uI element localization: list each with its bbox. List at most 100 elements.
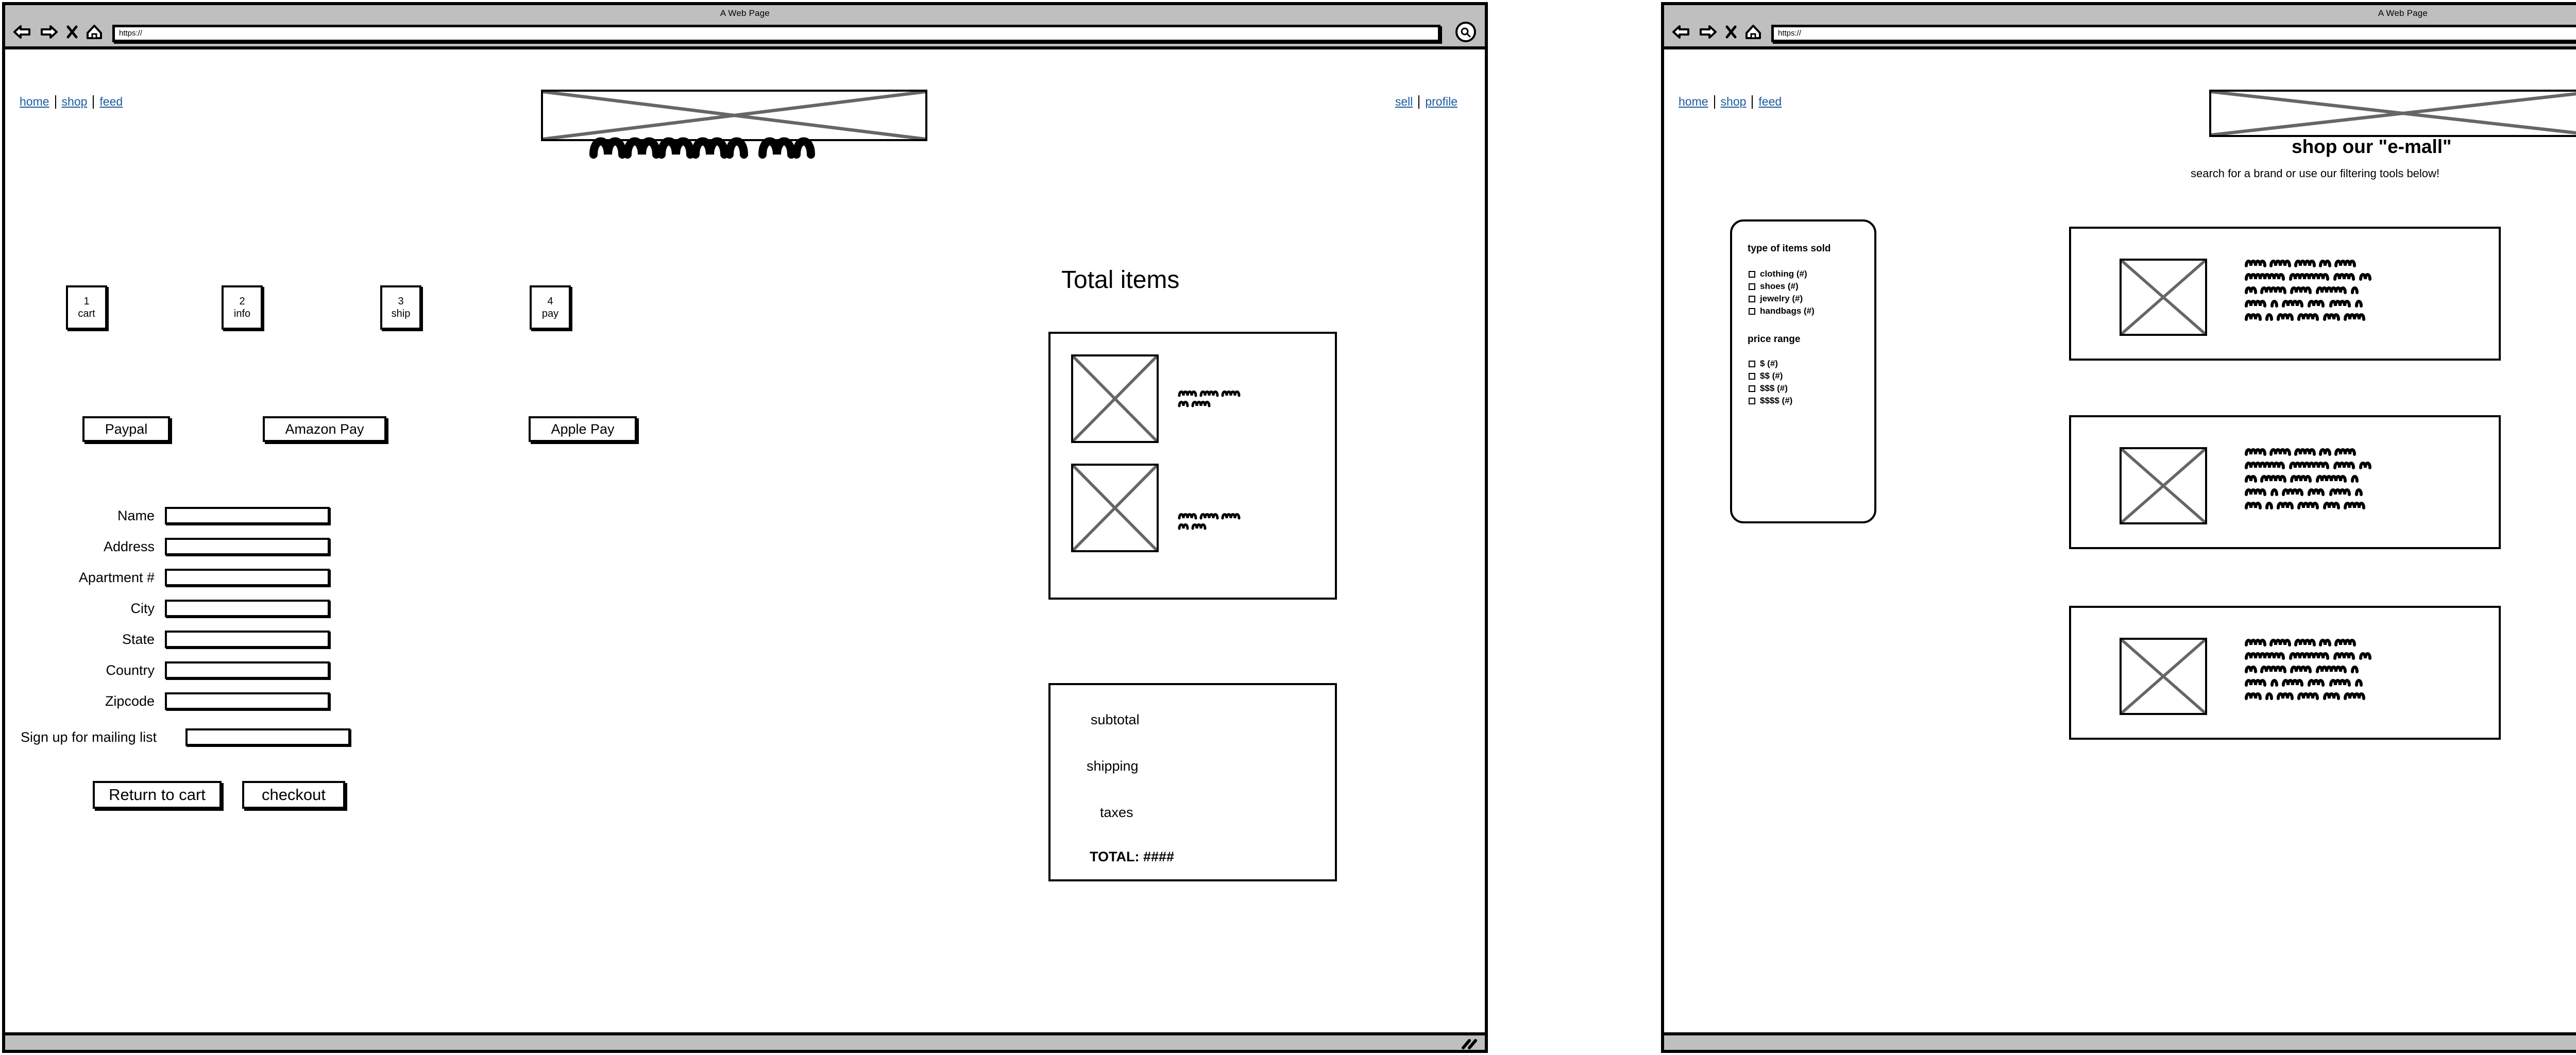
checkbox-price-3[interactable] [1749, 385, 1755, 392]
nav-link-feed[interactable]: feed [99, 95, 123, 108]
nav-separator [1418, 95, 1420, 109]
field-label-apartment: Apartment # [78, 569, 155, 585]
url-bar[interactable]: https:// [1771, 24, 2576, 42]
resize-grip[interactable] [1460, 1039, 1478, 1052]
url-text: https:// [1778, 29, 1802, 38]
site-nav-left: home shop feed [20, 95, 128, 109]
back-icon[interactable] [1671, 24, 1691, 42]
mailing-list-field[interactable] [185, 728, 350, 746]
browser-status-bar [5, 1032, 1485, 1050]
country-field[interactable] [165, 661, 330, 679]
apartment-field[interactable] [165, 569, 330, 586]
checkbox-clothing[interactable] [1749, 270, 1755, 278]
checkout-step-2[interactable]: 2 info [222, 285, 263, 330]
apple-pay-button[interactable]: Apple Pay [529, 416, 637, 442]
product-card[interactable] [2069, 415, 2501, 549]
product-card[interactable] [2069, 606, 2501, 740]
form-row-name: Name [21, 507, 536, 524]
forward-icon[interactable] [1698, 24, 1718, 42]
checkbox-price-1[interactable] [1749, 360, 1755, 367]
checkout-step-4[interactable]: 4 pay [530, 285, 571, 330]
amazon-pay-button[interactable]: Amazon Pay [263, 416, 386, 442]
browser-window-emall: A Web Page [1661, 2, 2576, 1053]
nav-link-shop[interactable]: shop [61, 95, 88, 108]
filter-option-label: $$$$ (#) [1760, 396, 1793, 405]
checkbox-shoes[interactable] [1749, 283, 1755, 290]
filter-option-handbags[interactable]: handbags (#) [1749, 306, 1815, 316]
product-description-scribble [2244, 446, 2461, 515]
back-icon[interactable] [12, 24, 32, 42]
step-number: 2 [239, 296, 245, 307]
checkout-step-1[interactable]: 1 cart [66, 285, 107, 330]
forward-icon[interactable] [39, 24, 59, 42]
form-row-apartment: Apartment # [21, 569, 536, 586]
field-label-name: Name [117, 507, 155, 523]
nav-separator [1752, 95, 1753, 109]
nav-separator [93, 95, 94, 109]
nav-link-profile[interactable]: profile [1425, 95, 1458, 108]
checkbox-handbags[interactable] [1749, 308, 1755, 315]
product-image-placeholder [2120, 638, 2207, 715]
step-label: ship [391, 308, 411, 319]
cart-item-2[interactable] [1071, 464, 1270, 552]
step-number: 4 [547, 296, 553, 307]
checkbox-price-2[interactable] [1749, 372, 1755, 380]
filter-option-label: handbags (#) [1760, 306, 1815, 316]
filter-option-price-1[interactable]: $ (#) [1749, 359, 1778, 369]
filter-option-jewelry[interactable]: jewelry (#) [1749, 294, 1803, 304]
checkout-step-3[interactable]: 3 ship [380, 285, 421, 330]
checkout-button[interactable]: checkout [242, 781, 345, 809]
filter-heading-type: type of items sold [1748, 243, 1831, 254]
field-label-zipcode: Zipcode [105, 693, 155, 709]
url-bar[interactable]: https:// [112, 24, 1440, 42]
product-description-scribble [2244, 258, 2461, 326]
nav-link-home[interactable]: home [20, 95, 49, 108]
product-card[interactable] [2069, 227, 2501, 361]
home-icon[interactable] [1744, 24, 1762, 42]
product-image-placeholder [2120, 259, 2207, 336]
filter-option-label: clothing (#) [1760, 269, 1807, 279]
site-logo-placeholder [2209, 90, 2576, 137]
checkbox-jewelry[interactable] [1749, 295, 1755, 302]
home-icon[interactable] [86, 24, 103, 42]
product-image-placeholder [2120, 447, 2207, 524]
browser-chrome: A Web Page [1664, 5, 2576, 49]
filter-option-label: $$ (#) [1760, 371, 1783, 381]
search-icon[interactable] [1453, 21, 1479, 46]
browser-chrome: A Web Page [5, 5, 1485, 49]
filter-option-price-3[interactable]: $$$ (#) [1749, 383, 1788, 394]
paypal-button[interactable]: Paypal [82, 416, 170, 442]
nav-link-feed[interactable]: feed [1758, 95, 1782, 108]
zipcode-field[interactable] [165, 692, 330, 710]
form-row-mailing-list: Sign up for mailing list [21, 728, 690, 746]
close-icon[interactable] [66, 24, 78, 42]
nav-separator [1714, 95, 1715, 109]
filter-option-price-2[interactable]: $$ (#) [1749, 371, 1783, 381]
cart-item-description-scribble [1177, 511, 1270, 537]
filter-option-price-4[interactable]: $$$$ (#) [1749, 396, 1792, 406]
checkbox-price-4[interactable] [1749, 397, 1755, 404]
state-field[interactable] [165, 631, 330, 648]
summary-taxes: taxes [1100, 805, 1133, 820]
filter-option-label: $$$ (#) [1760, 383, 1788, 393]
address-field[interactable] [165, 538, 330, 555]
nav-link-home[interactable]: home [1679, 95, 1708, 108]
field-label-state: State [122, 631, 155, 647]
close-icon[interactable] [1725, 24, 1737, 42]
city-field[interactable] [165, 600, 330, 617]
cart-item-1[interactable] [1071, 354, 1270, 443]
window-title: A Web Page [2378, 8, 2428, 18]
form-row-city: City [21, 600, 536, 617]
browser-status-bar [1664, 1032, 2576, 1050]
name-field[interactable] [165, 507, 330, 524]
nav-link-shop[interactable]: shop [1720, 95, 1747, 108]
filter-option-shoes[interactable]: shoes (#) [1749, 281, 1799, 292]
field-label-country: Country [106, 662, 155, 678]
filter-option-clothing[interactable]: clothing (#) [1749, 269, 1807, 279]
summary-subtotal: subtotal [1091, 712, 1140, 727]
nav-link-sell[interactable]: sell [1395, 95, 1413, 108]
field-label-address: Address [103, 538, 155, 554]
cart-items-box [1048, 332, 1337, 600]
return-to-cart-button[interactable]: Return to cart [93, 781, 222, 809]
